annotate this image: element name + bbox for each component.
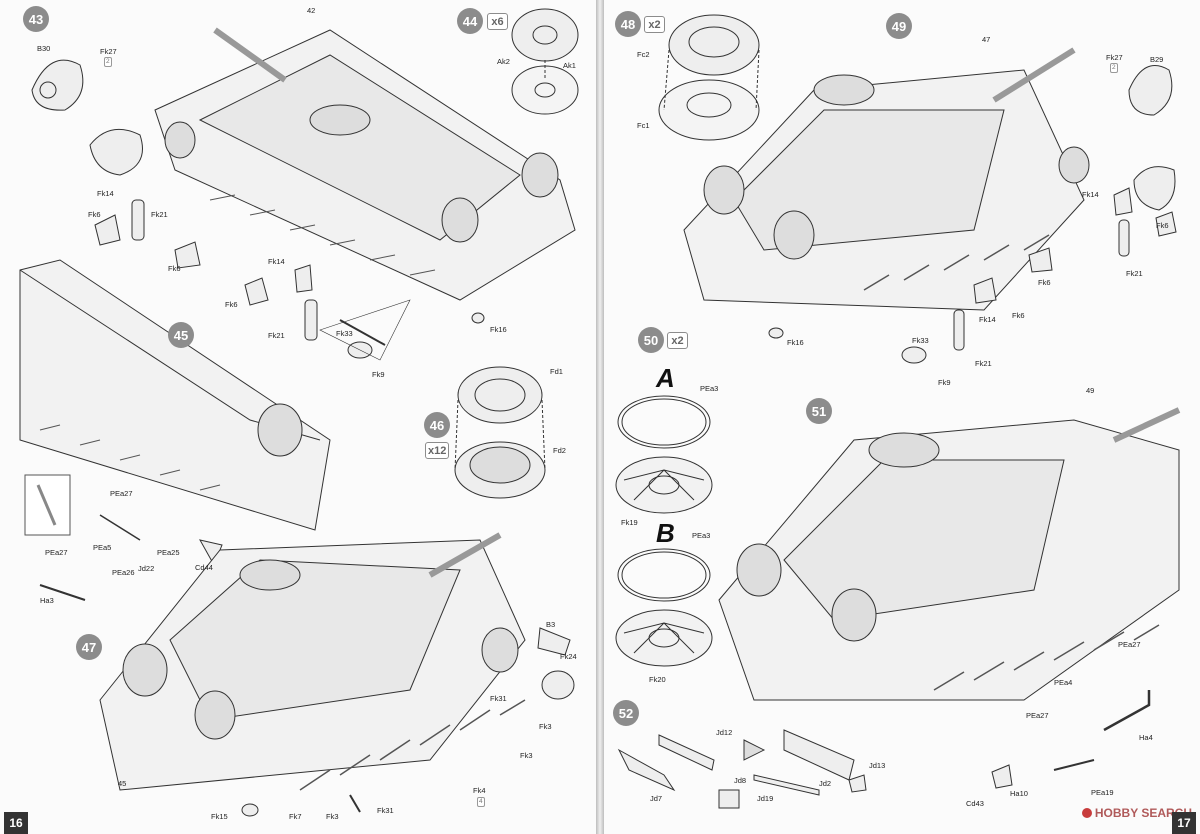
part-label: 42 [307,6,316,15]
part-label: PEa27 [110,489,133,498]
watermark: HOBBY SEARCH [1081,806,1192,820]
part-label: Fk33 [912,336,929,345]
part-label: B29 [1150,55,1164,64]
part-label: PEa19 [1091,788,1114,797]
page-number: 17 [1172,812,1196,834]
step-48-multiplier: x2 [644,16,665,33]
part-label: Fd2 [553,446,566,455]
step-46-multiplier: x12 [425,442,450,459]
part-quantity: 2 [1110,63,1118,73]
step-43-badge: 43 [23,6,49,32]
part-label: Fd1 [550,367,563,376]
part-label: Fk31 [490,694,507,703]
part-label: Fk6 [88,210,101,219]
step-45-badge: 45 [168,322,194,348]
part-label: PEa27 [45,548,68,557]
part-label: Fk19 [621,518,638,527]
part-label: Fk15 [211,812,228,821]
part-label: Fk21 [975,359,992,368]
part-label: Fk6 [1038,278,1051,287]
gutter [596,0,604,834]
part-label: Fk4 [473,786,486,795]
part-label: Fk16 [787,338,804,347]
step-48-badge: 48 [615,11,641,37]
part-quantity: 2 [104,57,112,67]
part-label: Fk31 [377,806,394,815]
part-label: Fk27 [1106,53,1123,62]
part-label: PEa27 [1118,640,1141,649]
part-label: Jd19 [757,794,774,803]
step-52-badge: 52 [613,700,639,726]
step-49-badge: 49 [886,13,912,39]
part-label: Ak1 [563,61,576,70]
part-label: Fk9 [372,370,385,379]
variant-b-label: B [656,518,675,548]
part-label: Cd43 [966,799,984,808]
part-label: Ha10 [1010,789,1028,798]
part-label: 45 [118,779,127,788]
part-label: PEa3 [692,531,711,540]
part-label: Fk21 [1126,269,1143,278]
part-label: B30 [37,44,51,53]
step-51-badge: 51 [806,398,832,424]
part-label: Fk27 [100,47,117,56]
part-label: PEa4 [1054,678,1073,687]
part-label: Ha4 [1139,733,1153,742]
part-quantity: 4 [477,797,485,807]
part-label: B3 [546,620,556,629]
part-label: PEa26 [112,568,135,577]
part-label: Fk3 [520,751,533,760]
part-label: Ak2 [497,57,510,66]
part-label: 47 [982,35,991,44]
page-number: 16 [4,812,28,834]
part-label: Fk33 [336,329,353,338]
part-label: Jd2 [819,779,832,788]
left-page: 43 44 x6 45 46 x12 47 B30 Fk27 2 42 Ak2 … [0,0,596,834]
step-47-badge: 47 [76,634,102,660]
part-label: Fc1 [637,121,650,130]
part-label: Jd12 [716,728,733,737]
step-46-badge: 46 [424,412,450,438]
part-label: Fk6 [1012,311,1025,320]
part-label: 49 [1086,386,1095,395]
part-label: Fk14 [1082,190,1099,199]
part-label: Fk21 [268,331,285,340]
part-label: Fk3 [326,812,339,821]
part-label: Fk3 [539,722,552,731]
part-label: Fk6 [168,264,181,273]
part-label: Fc2 [637,50,650,59]
part-label: Fk14 [268,257,285,266]
part-label: PEa27 [1026,711,1049,720]
part-label: Fk16 [490,325,507,334]
part-label: Cd44 [195,563,213,572]
part-label: Jd13 [869,761,886,770]
part-label: Fk21 [151,210,168,219]
step-50-badge: 50 [638,327,664,353]
part-label: PEa3 [700,384,719,393]
watermark-logo-icon [1081,808,1092,818]
step-50-multiplier: x2 [667,332,688,349]
step-44-multiplier: x6 [487,13,508,30]
part-label: Jd22 [138,564,155,573]
watermark-text: HOBBY SEARCH [1094,806,1192,820]
part-label: Fk7 [289,812,302,821]
part-label: Ha3 [40,596,54,605]
right-page: 48 x2 49 50 x2 51 52 A B Fc2 Fc1 47 Fk27… [604,0,1200,834]
right-line-art [615,14,1181,809]
part-label: Jd7 [650,794,663,803]
part-label: Fk20 [649,675,666,684]
part-label: Fk6 [225,300,238,309]
variant-a-label: A [656,363,675,393]
part-label: PEa25 [157,548,180,557]
part-label: Jd8 [734,776,747,785]
part-label: Fk6 [1156,221,1169,230]
left-line-art [19,8,579,817]
part-label: Fk14 [97,189,114,198]
part-label: PEa5 [93,543,112,552]
part-label: Fk24 [560,652,577,661]
part-label: Fk9 [938,378,951,387]
step-44-badge: 44 [457,8,483,34]
part-label: Fk14 [979,315,996,324]
